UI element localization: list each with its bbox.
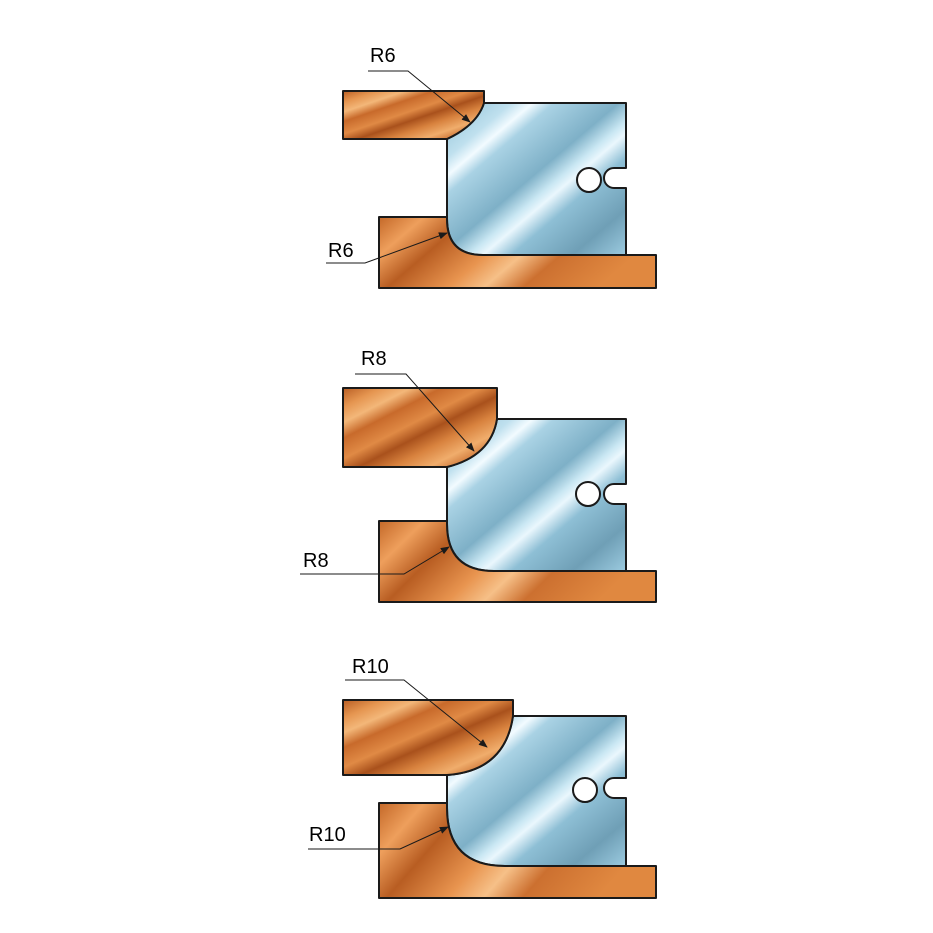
workpiece-bottom: [378, 216, 657, 289]
radius-label-top: R8: [361, 348, 387, 370]
cutter-mount-hole: [572, 777, 598, 803]
workpiece-top: [342, 699, 514, 776]
leader-line-top: [355, 373, 475, 452]
cutter-mount-hole: [576, 167, 602, 193]
leader-line-bottom: [308, 826, 449, 850]
leader-line-top: [345, 679, 488, 748]
radius-label-top: R10: [352, 656, 389, 678]
profile-figure-r8: R8 R8: [300, 348, 657, 603]
workpiece-bottom: [378, 520, 657, 603]
radius-label-top: R6: [370, 45, 396, 67]
leader-line-bottom: [326, 232, 448, 264]
workpiece-top: [342, 387, 498, 468]
profile-figure-r10: R10 R10: [308, 656, 657, 899]
cutter-mount-hole: [575, 481, 601, 507]
profile-figure-r6: R6 R6: [326, 45, 657, 289]
radius-label-bottom: R8: [303, 550, 329, 572]
leader-line-bottom: [300, 546, 450, 575]
workpiece-top: [342, 90, 485, 140]
leader-line-top: [368, 70, 471, 123]
radius-label-bottom: R10: [309, 824, 346, 846]
radius-label-bottom: R6: [328, 240, 354, 262]
